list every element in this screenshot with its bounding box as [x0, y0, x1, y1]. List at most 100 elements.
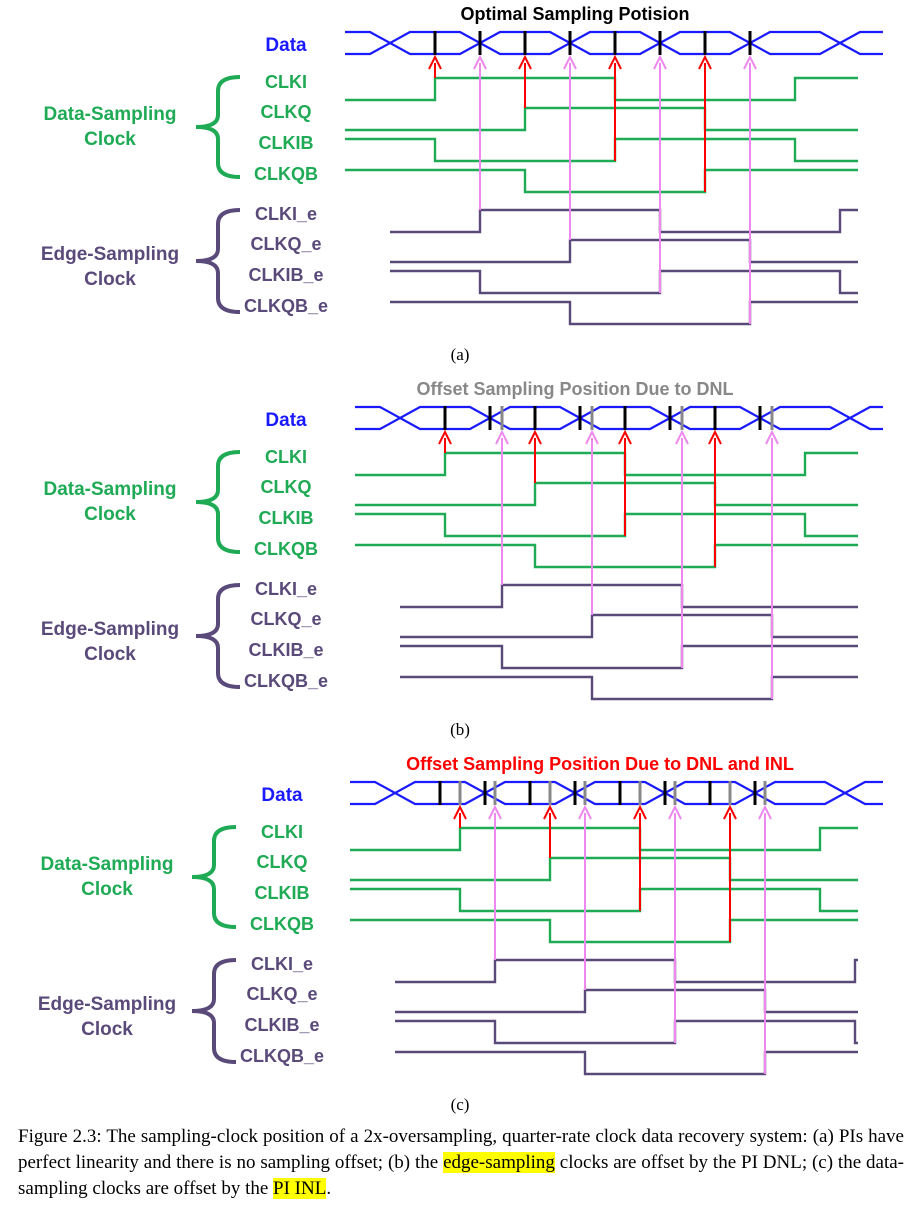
- waveform-clki-e: [395, 958, 858, 984]
- signal-label: CLKIB_e: [244, 1015, 319, 1035]
- group-label: Clock: [84, 269, 136, 290]
- panel-title: Offset Sampling Position Due to DNL: [416, 379, 733, 399]
- panel-b: Offset Sampling Position Due to DNL DataC…: [41, 379, 883, 739]
- edge-sampling-brace: [191, 958, 237, 1064]
- timing-diagram: Optimal Sampling PotisionDataCLKICLKQCLK…: [38, 4, 883, 1114]
- waveform-clkq-e: [395, 988, 858, 1014]
- waveform-clkqb: [350, 918, 858, 944]
- data-sample-arrowhead: [618, 429, 632, 445]
- signal-label: CLKQ: [257, 852, 308, 872]
- caption-highlight-edge-sampling: edge-sampling: [443, 1152, 555, 1173]
- signal-label: CLKI_e: [255, 579, 317, 599]
- group-label: Clock: [84, 644, 136, 665]
- edge-sample-arrowhead: [668, 804, 682, 820]
- edge-sample-arrowhead: [765, 429, 779, 445]
- figure-caption: Figure 2.3: The sampling-clock position …: [18, 1124, 904, 1202]
- group-label: Clock: [81, 879, 133, 900]
- signal-label: CLKQ_e: [250, 609, 321, 629]
- waveform-clkqb: [345, 168, 858, 194]
- waveform-clkq-e: [400, 613, 858, 639]
- caption-highlight-pi-inl: PI INL: [273, 1178, 327, 1199]
- data-sample-arrowhead: [698, 54, 712, 70]
- waveform-clkib-e: [390, 269, 858, 295]
- edge-sample-arrowhead: [675, 429, 689, 445]
- signal-label: CLKQ_e: [250, 234, 321, 254]
- data-sample-arrowhead: [428, 54, 442, 70]
- waveform-clkib: [355, 512, 858, 538]
- panel-title: Offset Sampling Position Due to DNL and …: [406, 754, 794, 774]
- signal-label: CLKI_e: [251, 954, 313, 974]
- waveform-clkqb: [355, 543, 858, 569]
- signal-label-data: Data: [265, 410, 307, 431]
- signal-label: CLKI: [265, 447, 307, 467]
- data-sample-arrowhead: [543, 804, 557, 820]
- data-eye-lower: [350, 780, 883, 806]
- data-sample-arrowhead: [708, 429, 722, 445]
- data-eye-upper: [345, 30, 883, 56]
- panel-sublabel: (c): [451, 1095, 470, 1114]
- data-eye-upper: [350, 780, 883, 806]
- panel-title: Optimal Sampling Potision: [460, 4, 689, 24]
- group-label: Clock: [81, 1019, 133, 1040]
- caption-part-3: .: [326, 1178, 332, 1199]
- signal-label: CLKIB_e: [248, 265, 323, 285]
- waveform-clkib-e: [395, 1019, 858, 1045]
- signal-label: CLKIB: [255, 883, 310, 903]
- signal-label: CLKIB: [259, 508, 314, 528]
- waveform-clki-e: [390, 208, 858, 234]
- panel-sublabel: (b): [450, 720, 470, 739]
- edge-sample-arrowhead: [473, 54, 487, 70]
- group-label: Clock: [84, 504, 136, 525]
- edge-sample-arrowhead: [495, 429, 509, 445]
- panel-c: Offset Sampling Position Due to DNL and …: [38, 754, 883, 1114]
- data-sampling-brace: [195, 450, 241, 554]
- panel-sublabel: (a): [451, 345, 470, 364]
- data-eye-lower: [355, 405, 883, 431]
- waveform-clki: [345, 76, 858, 102]
- edge-sample-arrowhead: [585, 429, 599, 445]
- group-label: Edge-Sampling: [41, 619, 179, 640]
- signal-label-data: Data: [265, 35, 307, 56]
- data-sample-arrowhead: [723, 804, 737, 820]
- edge-sample-arrowhead: [563, 54, 577, 70]
- signal-label: CLKQB: [254, 164, 318, 184]
- edge-sampling-brace: [195, 583, 241, 689]
- waveform-clki: [355, 451, 858, 477]
- signal-label: CLKQB: [254, 539, 318, 559]
- waveform-clkib: [345, 137, 858, 163]
- group-label: Edge-Sampling: [38, 994, 176, 1015]
- waveform-clkq: [355, 481, 858, 507]
- waveform-clkib-e: [400, 644, 858, 670]
- waveform-clkq: [345, 106, 858, 132]
- data-sampling-brace: [195, 75, 241, 179]
- data-sample-arrowhead: [453, 804, 467, 820]
- group-label: Data-Sampling: [43, 479, 176, 500]
- signal-label: CLKQ: [261, 477, 312, 497]
- signal-label: CLKQB_e: [244, 296, 328, 316]
- edge-sample-arrowhead: [758, 804, 772, 820]
- caption-part-1: Figure 2.3: The sampling-clock position …: [18, 1126, 904, 1173]
- waveform-clkib: [350, 887, 858, 913]
- data-sample-arrowhead: [528, 429, 542, 445]
- signal-label: CLKQ: [261, 102, 312, 122]
- group-label: Data-Sampling: [40, 854, 173, 875]
- data-sampling-brace: [191, 825, 237, 929]
- edge-sample-arrowhead: [743, 54, 757, 70]
- signal-label: CLKI: [265, 72, 307, 92]
- waveform-clkqb-e: [400, 675, 858, 701]
- waveform-clki: [350, 826, 858, 852]
- signal-label: CLKQ_e: [246, 984, 317, 1004]
- signal-label: CLKIB: [259, 133, 314, 153]
- data-sample-arrowhead: [633, 804, 647, 820]
- group-label: Edge-Sampling: [41, 244, 179, 265]
- data-sample-arrowhead: [608, 54, 622, 70]
- data-sample-arrowhead: [518, 54, 532, 70]
- signal-label: CLKQB: [250, 914, 314, 934]
- data-eye-lower: [345, 30, 883, 56]
- waveform-clkq: [350, 856, 858, 882]
- signal-label-data: Data: [261, 785, 303, 806]
- signal-label: CLKIB_e: [248, 640, 323, 660]
- group-label: Data-Sampling: [43, 104, 176, 125]
- data-sample-arrowhead: [438, 429, 452, 445]
- edge-sampling-brace: [195, 208, 241, 314]
